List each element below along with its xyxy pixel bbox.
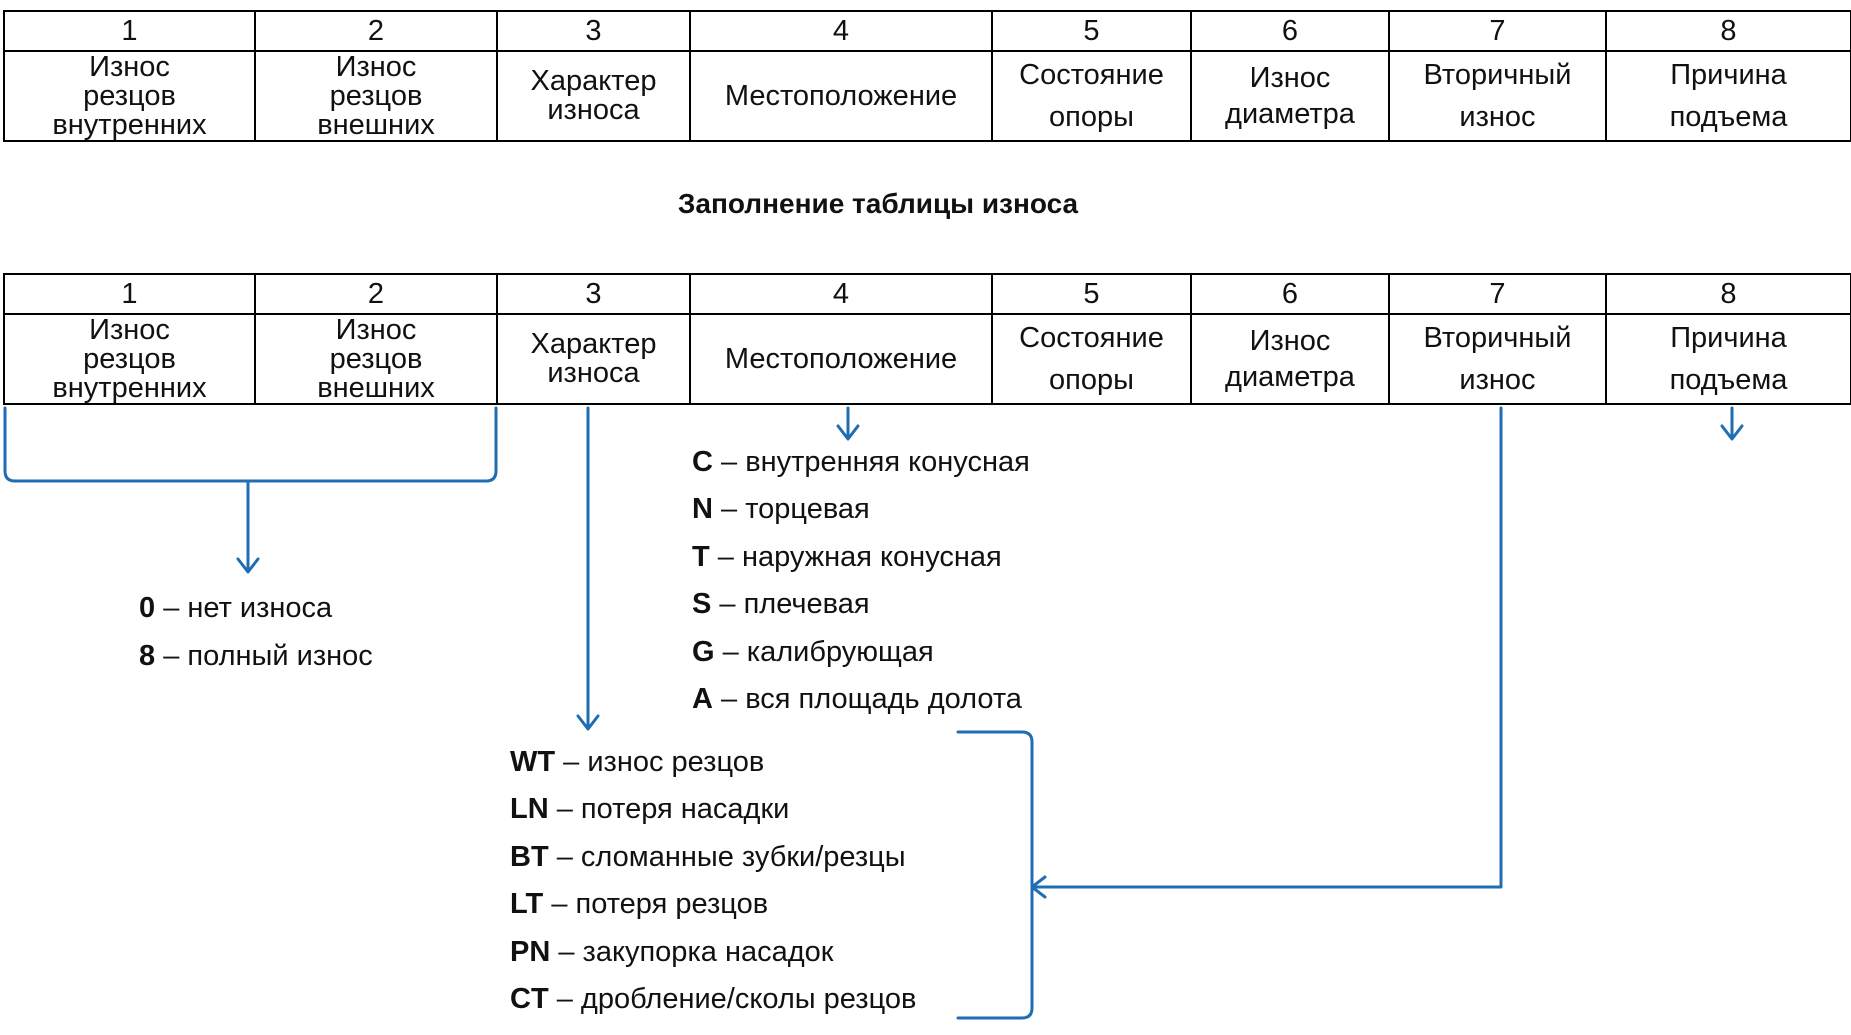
col-number: 3 <box>496 10 691 52</box>
col-number: 6 <box>1190 10 1390 52</box>
arrow-char-legend <box>576 406 600 731</box>
legend-location-codes: C – внутренняя конусная N – торцевая T –… <box>692 439 1030 723</box>
list-item: LN – потеря насадки <box>510 793 790 826</box>
list-item: S – плечевая <box>692 588 870 621</box>
col-number: 2 <box>254 10 498 52</box>
list-item: G – калибрующая <box>692 635 934 668</box>
diagram-title: Заполнение таблицы износа <box>677 188 1079 219</box>
list-item: BT – сломанные зубки/резцы <box>510 840 906 873</box>
col-number: 2 <box>254 273 498 315</box>
bracket-char-legend <box>956 730 1034 1020</box>
col-number: 8 <box>1605 273 1851 315</box>
arrow-wear-legend <box>236 479 260 574</box>
col-number: 8 <box>1605 10 1851 52</box>
col-number: 5 <box>991 273 1192 315</box>
list-item: WT – износ резцов <box>510 746 765 778</box>
list-item: 8 – полный износ <box>139 639 373 672</box>
list-item: T – наружная конусная <box>692 540 1002 573</box>
col-number: 6 <box>1190 273 1390 315</box>
col-header-location: Местоположение <box>689 50 993 142</box>
col-number: 4 <box>689 273 993 315</box>
legend-wear-character-codes: WT – износ резцов LN – потеря насадки BT… <box>510 739 916 1023</box>
col-number: 7 <box>1388 10 1607 52</box>
list-item: C – внутренняя конусная <box>692 446 1030 478</box>
col-number: 1 <box>3 273 256 315</box>
bracket-wear-columns <box>3 406 498 483</box>
legend-wear-grade: 0 – нет износа 8 – полный износ <box>139 585 373 680</box>
col-header-location: Местоположение <box>689 313 993 405</box>
list-item: 0 – нет износа <box>139 592 333 624</box>
col-number: 7 <box>1388 273 1607 315</box>
list-item: CT – дробление/сколы резцов <box>510 982 917 1015</box>
arrow-secondary-wear <box>1030 406 1503 899</box>
list-item: PN – закупорка насадок <box>510 935 834 968</box>
list-item: LT – потеря резцов <box>510 888 769 921</box>
arrow-location-legend <box>836 406 860 441</box>
col-number: 3 <box>496 273 691 315</box>
col-number: 1 <box>3 10 256 52</box>
col-number: 4 <box>689 10 993 52</box>
col-number: 5 <box>991 10 1192 52</box>
list-item: N – торцевая <box>692 493 870 526</box>
arrow-pull-reason <box>1720 406 1744 441</box>
list-item: A – вся площадь долота <box>692 682 1022 715</box>
